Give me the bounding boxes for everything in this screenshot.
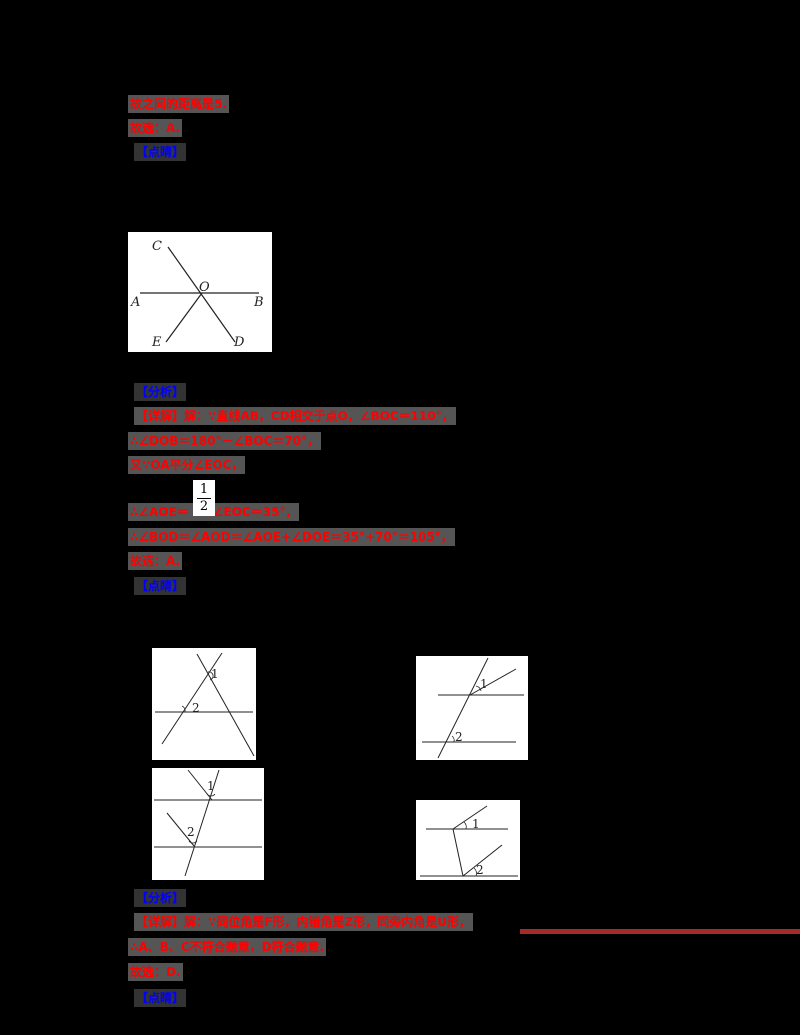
angle-1-label: 1	[472, 817, 480, 831]
fraction-denominator: 2	[199, 499, 209, 514]
label-d: D	[233, 335, 245, 350]
fraction-one-half: 1 2	[193, 480, 215, 516]
figure-option-d: 1 2	[416, 800, 520, 880]
solution-text-line: ∴A、B、C不符合题意，D符合题意.	[128, 938, 327, 956]
figure-option-a: 1 2	[152, 648, 256, 760]
angle-2-label: 2	[192, 701, 200, 715]
divider-rule	[520, 929, 800, 934]
answer-choice: 故选：A.	[128, 552, 183, 570]
answer-choice: 故选：D.	[128, 963, 183, 981]
fraction-numerator: 1	[197, 482, 211, 499]
figure-option-b: 1 2	[416, 656, 528, 760]
solution-text-line: 【详解】解：∵同位角是F形，内错角是Z形，同旁内角是U形，	[134, 913, 473, 931]
label-c: C	[152, 239, 162, 254]
solution-text-line: 又∵OA平分∠EOC，	[128, 456, 246, 474]
answer-choice: 故选：A.	[128, 119, 183, 137]
solution-text-line: 【详解】解：∵直线AB，CD相交于点O，∠BOC＝110°，	[134, 407, 456, 425]
angle-1-label: 1	[207, 779, 215, 793]
comment-tag: 【点睛】	[134, 143, 187, 161]
label-b: B	[253, 295, 264, 310]
angle-1-label: 1	[480, 677, 488, 691]
figure-option-c: 1 2	[152, 768, 264, 880]
comment-tag: 【点睛】	[134, 989, 187, 1007]
label-e: E	[151, 335, 162, 350]
angle-2-label: 2	[476, 863, 484, 877]
angle-1-label: 1	[211, 667, 219, 681]
frac-line-prefix: ∴∠AOE＝	[130, 505, 189, 519]
solution-text-line: ∴∠DOB＝180°－∠BOC＝70°，	[128, 432, 322, 450]
figure-intersecting-lines: C O A B E D	[128, 232, 272, 352]
angle-2-label: 2	[455, 730, 463, 744]
solution-text-line: 故之间的距离是5.	[128, 95, 229, 113]
solution-text-line: ∴∠BOD＝∠AOD＝∠AOE+∠DOE＝35°+70°＝105°，	[128, 528, 455, 546]
analysis-tag: 【分析】	[134, 889, 187, 907]
analysis-tag: 【分析】	[134, 383, 187, 401]
label-a: A	[130, 295, 140, 310]
comment-tag: 【点睛】	[134, 577, 187, 595]
angle-2-label: 2	[187, 825, 195, 839]
label-o: O	[199, 280, 210, 295]
frac-line-suffix: ∠EOC＝35°，	[212, 505, 298, 519]
